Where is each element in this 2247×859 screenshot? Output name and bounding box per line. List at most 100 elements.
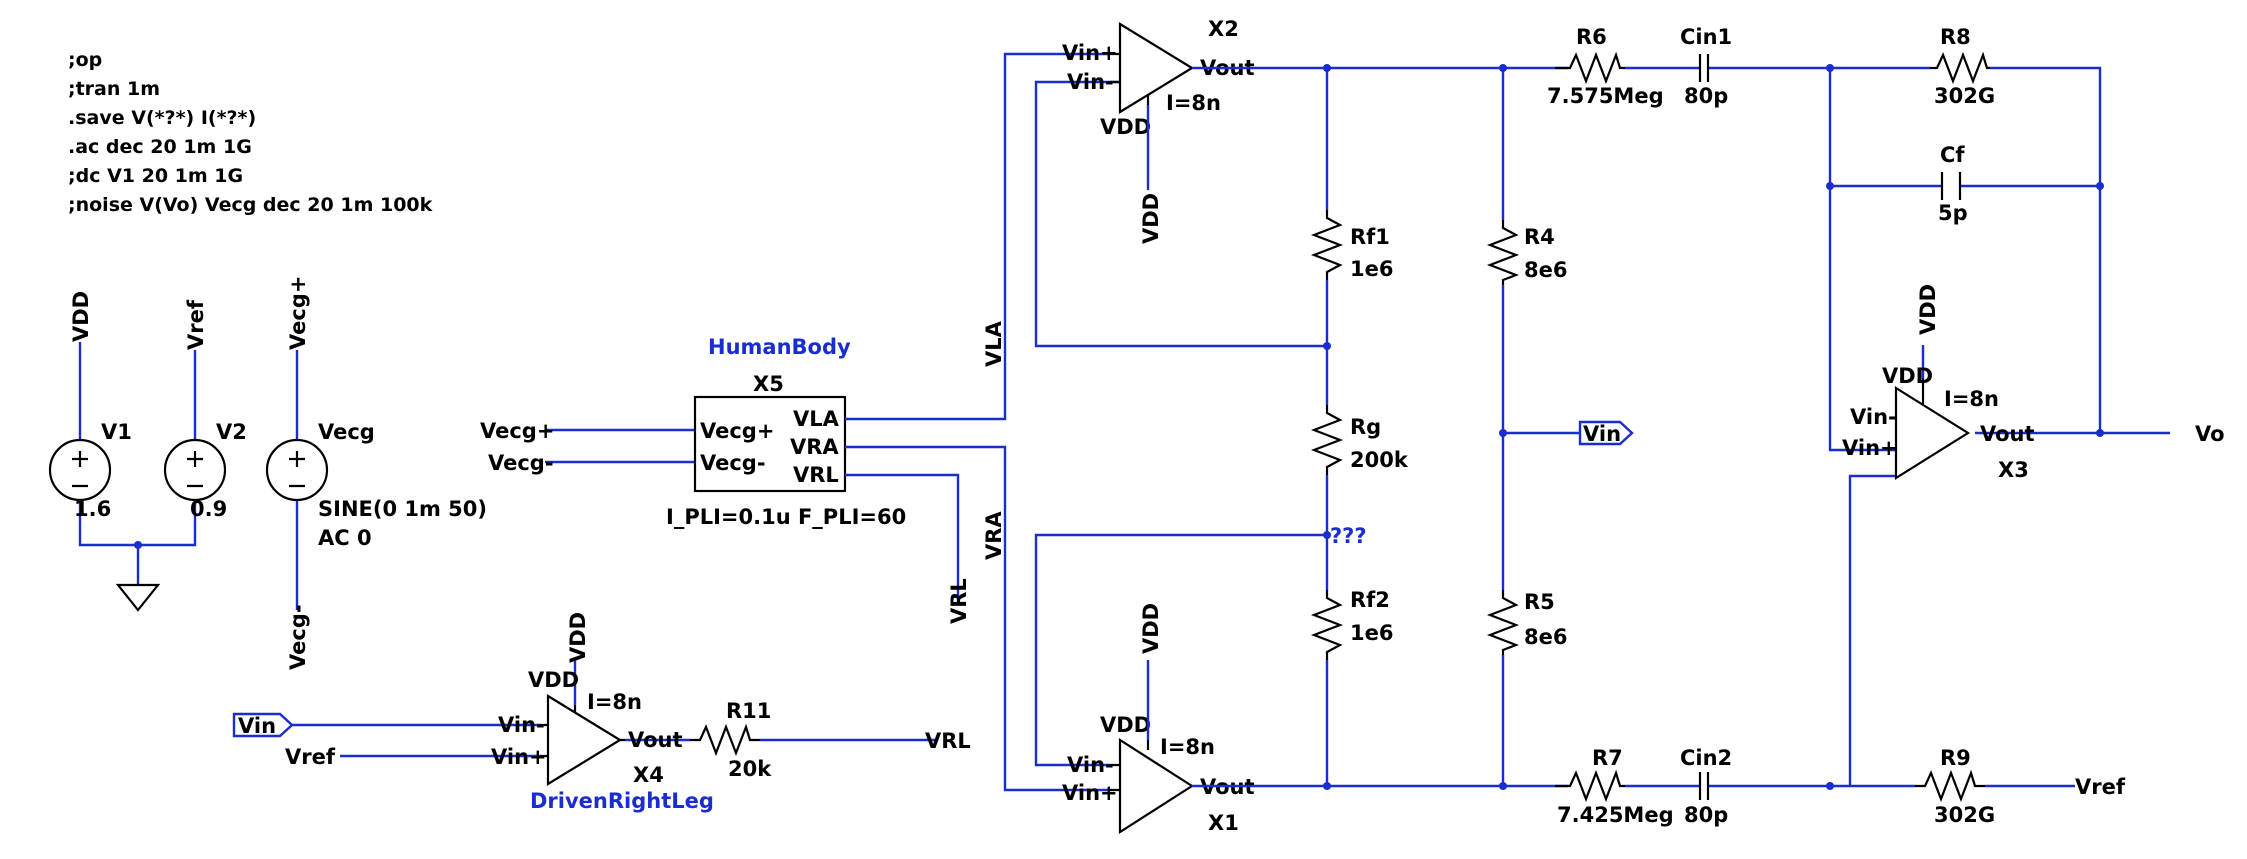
human-body-name: X5 bbox=[753, 372, 784, 396]
x1-current[interactable]: I=8n bbox=[1160, 735, 1215, 759]
resistor-r4[interactable]: R4 8e6 bbox=[1486, 220, 1567, 285]
net-label-vdd-x2: VDD bbox=[1139, 193, 1163, 244]
net-label-vdd-x1: VDD bbox=[1139, 603, 1163, 654]
rf2-value[interactable]: 1e6 bbox=[1350, 621, 1393, 645]
r8-value[interactable]: 302G bbox=[1934, 84, 1995, 108]
gain-network-wires bbox=[1192, 66, 1580, 788]
ground-symbol[interactable] bbox=[115, 583, 161, 612]
human-body-input-wires bbox=[545, 428, 695, 464]
polarity-marks bbox=[72, 451, 88, 488]
x3-pin-vin-neg: Vin- bbox=[1850, 405, 1897, 429]
human-body-subcircuit[interactable] bbox=[693, 395, 847, 493]
resistor-r5[interactable]: R5 8e6 bbox=[1486, 590, 1567, 655]
resistor-rf2[interactable]: Rf2 1e6 bbox=[1310, 588, 1393, 660]
r9-name: R9 bbox=[1940, 746, 1971, 770]
opamp-x3[interactable]: Vin- Vin+ Vout VDD I=8n X3 bbox=[1842, 364, 2035, 482]
voltage-source-v1[interactable]: V1 1.6 VDD bbox=[48, 291, 132, 521]
x4-title: DrivenRightLeg bbox=[530, 789, 714, 813]
cin1-value[interactable]: 80p bbox=[1684, 84, 1728, 108]
x3-current[interactable]: I=8n bbox=[1944, 387, 1999, 411]
r11-value[interactable]: 20k bbox=[728, 757, 772, 781]
net-label-vref-v2: Vref bbox=[184, 299, 208, 350]
v2-value[interactable]: 0.9 bbox=[190, 497, 227, 521]
net-flag-vin-drl[interactable]: Vin bbox=[232, 712, 294, 738]
input-network-wires bbox=[845, 52, 1327, 792]
rg-value[interactable]: 200k bbox=[1350, 448, 1409, 472]
r6-name: R6 bbox=[1576, 25, 1607, 49]
net-flag-vin-label: Vin bbox=[1583, 422, 1621, 446]
x3-pin-vdd: VDD bbox=[1882, 364, 1933, 388]
directive-op[interactable]: ;op bbox=[68, 49, 102, 71]
opamp-x1[interactable]: Vin- Vin+ Vout VDD I=8n X1 bbox=[1062, 713, 1255, 835]
rf1-name: Rf1 bbox=[1350, 225, 1390, 249]
cf-name: Cf bbox=[1940, 143, 1965, 167]
x2-pin-vdd: VDD bbox=[1100, 115, 1151, 139]
resistor-r7[interactable]: R7 7.425Meg bbox=[1555, 746, 1674, 827]
x3-name: X3 bbox=[1998, 458, 2029, 482]
net-label-vo[interactable]: Vo bbox=[2195, 422, 2225, 446]
net-label-vecg-neg-in: Vecg- bbox=[488, 451, 554, 475]
directive-noise[interactable]: ;noise V(Vo) Vecg dec 20 1m 100k bbox=[68, 194, 433, 216]
directive-ac[interactable]: .ac dec 20 1m 1G bbox=[68, 136, 252, 158]
resistor-rg[interactable]: Rg 200k bbox=[1310, 405, 1409, 475]
capacitor-cin1[interactable]: Cin1 80p bbox=[1680, 25, 1732, 108]
x4-pin-vdd: VDD bbox=[528, 668, 579, 692]
resistor-r8[interactable]: R8 302G bbox=[1930, 25, 1995, 108]
opamp-x2[interactable]: Vin+ Vin- Vout VDD I=8n X2 bbox=[1062, 17, 1255, 139]
opamp-x4-triangle bbox=[546, 694, 623, 786]
vecg-ac[interactable]: AC 0 bbox=[318, 526, 372, 550]
r8-name: R8 bbox=[1940, 25, 1971, 49]
cf-value[interactable]: 5p bbox=[1938, 201, 1968, 225]
cin2-value[interactable]: 80p bbox=[1684, 803, 1728, 827]
x3-pin-vout: Vout bbox=[1980, 422, 2035, 446]
net-flag-vin[interactable]: Vin bbox=[1578, 420, 1634, 446]
drl-wires bbox=[292, 660, 935, 758]
supply-sources: V1 1.6 VDD V2 0.9 Vref Vecg SINE(0 1m 50… bbox=[48, 276, 487, 670]
voltage-source-vecg[interactable]: Vecg SINE(0 1m 50) AC 0 Vecg+ Vecg- bbox=[265, 276, 487, 670]
voltage-source-v2[interactable]: V2 0.9 Vref bbox=[163, 299, 247, 521]
opamp-x1-triangle bbox=[1118, 737, 1195, 835]
r5-name: R5 bbox=[1524, 590, 1555, 614]
directive-tran[interactable]: ;tran 1m bbox=[68, 78, 160, 100]
x4-current[interactable]: I=8n bbox=[587, 690, 642, 714]
opamp-x2-triangle bbox=[1118, 22, 1195, 114]
vecg-value[interactable]: SINE(0 1m 50) bbox=[318, 497, 487, 521]
opamp-x4[interactable]: Vin- Vin+ Vout VDD I=8n X4 DrivenRightLe… bbox=[491, 668, 714, 813]
resistor-r11[interactable]: R11 20k bbox=[690, 699, 772, 781]
r4-name: R4 bbox=[1524, 225, 1555, 249]
r4-value[interactable]: 8e6 bbox=[1524, 258, 1567, 282]
pin-label-vrl: VRL bbox=[793, 463, 839, 487]
net-label-vecg-pos-in: Vecg+ bbox=[480, 419, 554, 443]
resistor-r6[interactable]: R6 7.575Meg bbox=[1547, 25, 1664, 108]
x2-current[interactable]: I=8n bbox=[1166, 91, 1221, 115]
opamp-x1-leads bbox=[1110, 740, 1150, 792]
r7-value[interactable]: 7.425Meg bbox=[1557, 803, 1674, 827]
x4-name: X4 bbox=[633, 763, 664, 787]
cin1-name: Cin1 bbox=[1680, 25, 1732, 49]
r6-value[interactable]: 7.575Meg bbox=[1547, 84, 1664, 108]
human-body-params[interactable]: I_PLI=0.1u F_PLI=60 bbox=[666, 505, 906, 529]
v1-value[interactable]: 1.6 bbox=[74, 497, 111, 521]
pin-label-vra: VRA bbox=[790, 435, 839, 459]
opamp-x2-leads bbox=[1110, 52, 1150, 105]
net-label-vra: VRA bbox=[982, 511, 1006, 560]
resistor-r9[interactable]: R9 302G bbox=[1915, 746, 1995, 827]
net-label-vecg-pos-source: Vecg+ bbox=[286, 276, 310, 350]
rf1-value[interactable]: 1e6 bbox=[1350, 257, 1393, 281]
net-label-unknown[interactable]: ??? bbox=[1330, 524, 1367, 548]
net-label-vrl-block: VRL bbox=[947, 578, 971, 624]
directive-dc[interactable]: ;dc V1 20 1m 1G bbox=[68, 165, 243, 187]
net-label-vref-r9: Vref bbox=[2075, 775, 2126, 799]
x1-pin-vin-pos: Vin+ bbox=[1062, 781, 1118, 805]
r5-value[interactable]: 8e6 bbox=[1524, 625, 1567, 649]
directive-save[interactable]: .save V(*?*) I(*?*) bbox=[68, 107, 256, 129]
resistor-rf1[interactable]: Rf1 1e6 bbox=[1310, 210, 1393, 281]
driven-right-leg: Vin Vref VDD Vin- Vin+ Vout VDD I=8n X4 … bbox=[232, 612, 971, 813]
polarity-marks bbox=[187, 451, 203, 488]
net-label-vdd-x4: VDD bbox=[566, 612, 590, 663]
capacitor-cin2[interactable]: Cin2 80p bbox=[1680, 746, 1732, 827]
capacitor-cf[interactable]: Cf 5p bbox=[1938, 143, 1968, 225]
r9-value[interactable]: 302G bbox=[1934, 803, 1995, 827]
net-flag-vin-drl-label: Vin bbox=[238, 714, 276, 738]
